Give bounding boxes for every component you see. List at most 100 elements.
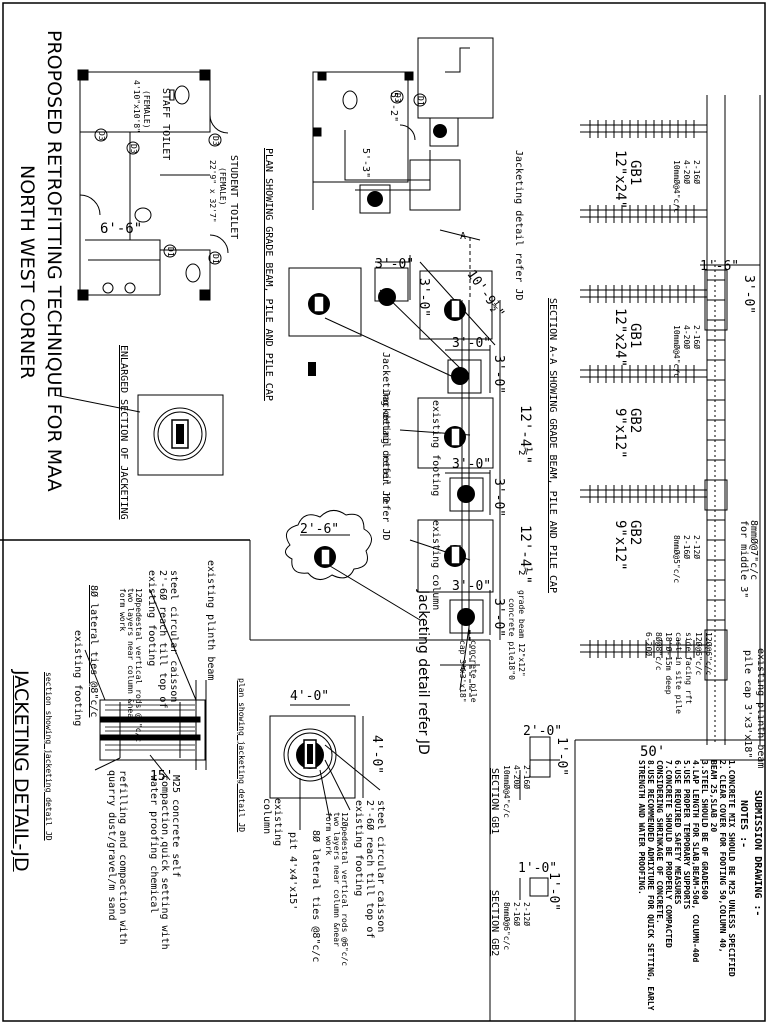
gb1-bars: 4-20Ø [682,325,691,350]
main-title: PROPOSED RETROFITTING TECHNIQUE FOR MAA [43,30,65,492]
dim-4-0: 4'-0" [369,735,384,775]
gb2-width: 1'-0" [518,861,558,876]
dim-3-0: 3'-0" [491,478,506,518]
gb2-height: 1'-0" [546,872,561,912]
jd-plan-existing-column: column [261,798,272,835]
jd-column-fill [307,744,313,764]
note-line: 1.CONCRETE MIX SHOULD BE M25 UNLESS SPEC… [727,760,736,977]
section-marker: A [460,231,467,242]
section-marker: A [460,663,467,674]
plan-grade-beams [379,229,481,700]
note-line: 3.STEEL SHOULD BE OF GRADE500 [700,760,709,900]
jd-plan-caisson: existing footing [353,800,364,897]
jd-section-footing: existing footing [72,630,83,727]
jd-section-linework [84,589,207,781]
staff-toilet-label: STAFF TOILET [160,88,171,161]
note-line: 7.CONCRETE SHOULD BE PROPERLY COMPACTED [664,760,673,948]
dim-3-0: 3'-0" [741,275,756,315]
pile-main-bars: 6-20Ø [644,632,653,657]
gb1-size: 12"x24" [612,308,628,368]
jd-section-pedestal: two layers near column &near [126,588,135,723]
jd-plan-pedestal: 12Øpedestal vertical rods @6"c/c [340,812,349,967]
student-toilet-label: STUDENT TOILET [228,155,239,240]
jd-plan-pedestal: form work [324,812,333,856]
revision-cloud [285,510,372,580]
notes-title: NOTES :- [738,800,749,849]
jd-section-caisson: steel circular caisson [168,570,179,703]
door-tag: D3 [97,131,106,141]
jd-plan-linework [269,704,381,830]
dim-3-0: 3'-0" [491,355,506,395]
door-tag: D3 [211,136,220,146]
dim-3-0: 3'-0" [452,336,492,351]
jd-section-concrete: compaction,quick setting with [159,775,170,950]
staff-toilet-walls [77,69,229,134]
jd-section-refill: refilling and compaction with [117,770,128,945]
gb2-section-bars: 2-16Ø [512,902,521,927]
gb1-section-ties: 10mmØ@4"c/c [502,765,511,818]
gb2-bars: 2-16Ø [682,535,691,560]
jacketing-ref: Jacketing detail refer JD [380,390,391,541]
jd-section-depth: 15' [150,769,174,784]
existing-column-label: existing column [430,520,441,611]
gb1-bars: 2-16Ø [692,160,701,185]
dim-2-6: 2'-6" [300,522,340,537]
jd-section-ties: 8Ø lateral ties @8"c/c [88,585,99,718]
jacketing-detail-big: Jacketing detail refer JD [415,590,431,755]
jd-section-pedestal: form work [118,588,127,632]
gb1-bars: 4-20Ø [682,160,691,185]
jd-section-concrete: water proofing chemical [148,775,159,914]
dim-3-0: 3'-0" [416,278,431,318]
enlarged-column-fill [176,424,184,444]
staff-toilet-size: 4'10"x10'8" [132,80,141,133]
dim-3-0: 3'-0" [375,257,415,272]
gb2-section-bars: 2-12Ø [522,902,531,927]
pile-bars: 12Ø@6"c/c [694,632,703,676]
plan-pile-caps [137,267,494,634]
jd-plan-existing-column: existing [272,798,283,847]
dim-12-4: 12'-4½" [517,525,533,585]
enlarged-caption: ENLARGED SECTION OF JACKETING [118,345,129,520]
jd-plan-pedestal: two layers near column &near [332,812,341,947]
section-gb1-caption: SECTION GB1 [489,768,500,835]
jd-section-refill: quarry dust/gravel/m sand [106,770,117,921]
concrete-pile-label: concrete pile18"0 [507,598,516,680]
section-aa-caption: SECTION A-A SHOWING GRADE BEAM, PILE AND… [547,298,558,594]
gb1-bars: 2-16Ø [692,325,701,350]
note-line: 5.USE PROPER TEMPORARY SUPPORTS [682,760,691,910]
student-toilet-walls [77,132,229,301]
dim-3-0: 3'-0" [452,579,492,594]
note-line: STRENGTH AND WATER PROOFING. [637,760,646,895]
section-aa-linework [580,95,765,761]
gb1-width: 2'-0" [523,724,563,739]
door-tag: D1 [416,96,425,106]
staff-toilet-female: (FEMALE) [142,90,151,129]
gb2-size: 9"x12" [612,408,628,459]
note-line: 2. CLEAR COVER FOR FOOTING 50,COLUMN 40, [718,760,727,953]
dim-1-6: 1'-6" [700,259,740,274]
dim-6-6: 6'-6" [100,221,143,237]
door-tag: D1 [166,247,175,257]
existing-footing-label: existing footing [430,400,441,497]
side-facing-label: side facing rft [684,632,693,705]
gb2-size: 9"x12" [612,520,628,571]
gb1-section-bars: 4-20Ø [512,765,521,790]
jd-section-concrete: M25 concrete self [170,775,181,878]
gb1-ties: 10mmØ@4"c/c [672,160,681,213]
gb2-section-ties: 8mmØ@6"c/c [502,902,511,951]
mid-ties: 8mmØ@7"c/c [748,520,759,581]
jd-plan-pit: pit 4'x4'x15' [287,832,298,911]
dim-5-3: 5'-3" [360,148,371,179]
gb1-label: GB1 [627,160,643,186]
jd-section-pedestal: 12Øpedestal vertical rods @6"c/c [134,588,143,743]
gb1-section-bars: 2-16Ø [522,765,531,790]
cast-in-site-label: cast in site pile [674,632,683,714]
jacketing-title: JACKETING DETAIL-JD [10,670,32,872]
dim-3-0: 3'-0" [491,598,506,638]
jd-section-caisson: 2'-6Ø reach till top of [157,570,168,709]
pile-bars: 12Ø@6"c/c [704,632,713,676]
note-line: 4.LAP LENGTH FOR SLAB,BEAM-50d, COLUMN-4… [691,760,700,963]
